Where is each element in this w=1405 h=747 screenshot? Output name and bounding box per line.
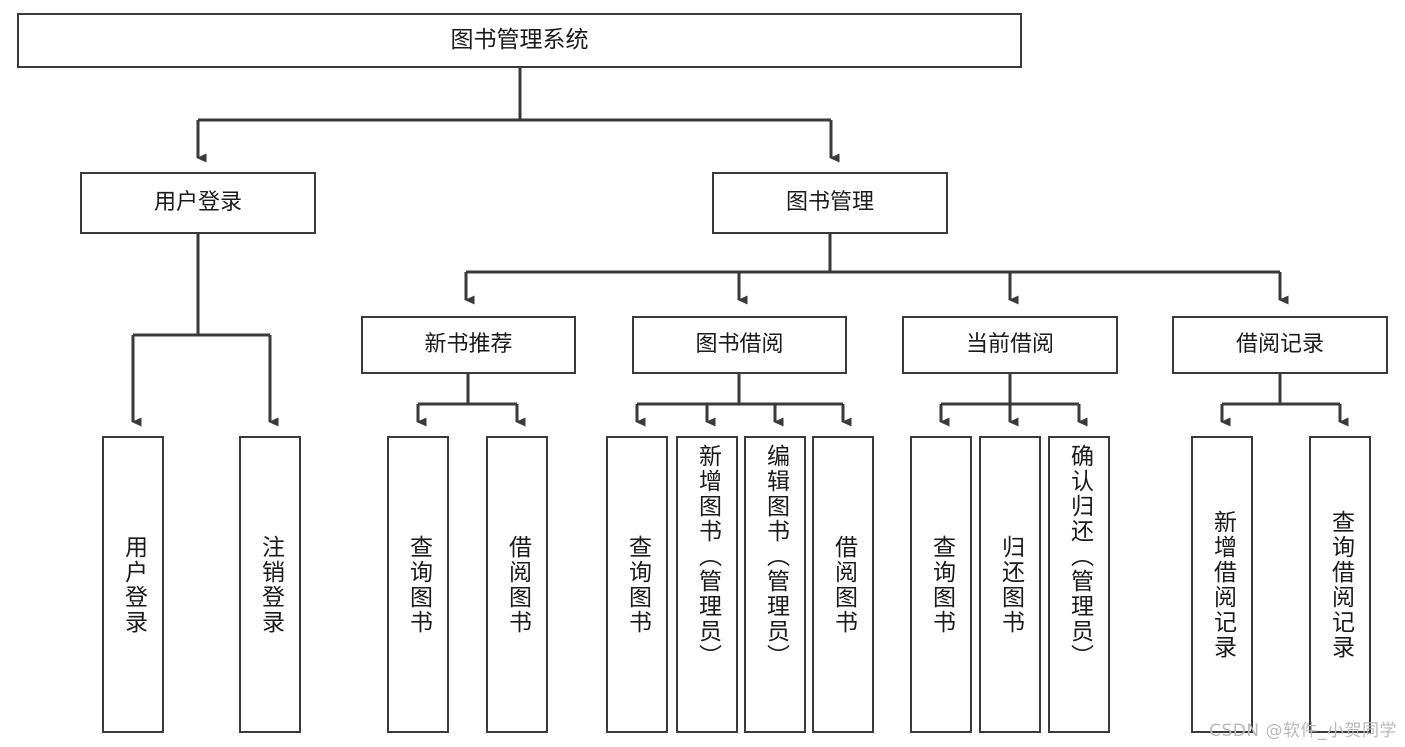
node-label: 新增图书（管理员） <box>694 444 721 669</box>
node-label: 查询图书 <box>405 534 432 635</box>
node-label: 用户登录 <box>120 534 147 635</box>
leaf-record-query-record[interactable]: 查询借阅记录 <box>1309 436 1371 733</box>
node-label: 用户登录 <box>153 189 242 215</box>
node-root-system[interactable]: 图书管理系统 <box>17 13 1022 68</box>
leaf-current-confirm-return-admin[interactable]: 确认归还（管理员） <box>1048 436 1110 733</box>
node-label: 注销登录 <box>257 534 284 635</box>
node-label: 图书管理 <box>785 189 874 215</box>
node-label: 图书管理系统 <box>450 27 589 54</box>
leaf-borrow-borrow-book[interactable]: 借阅图书 <box>812 436 874 733</box>
node-label: 借阅图书 <box>504 534 531 635</box>
leaf-user-login-logout[interactable]: 注销登录 <box>239 436 301 733</box>
node-user-login[interactable]: 用户登录 <box>80 172 316 234</box>
node-book-management[interactable]: 图书管理 <box>712 172 948 234</box>
node-label: 当前借阅 <box>965 331 1054 357</box>
node-current-borrow[interactable]: 当前借阅 <box>902 316 1118 374</box>
node-borrow-record[interactable]: 借阅记录 <box>1172 316 1388 374</box>
leaf-current-query-book[interactable]: 查询图书 <box>910 436 972 733</box>
node-label: 新书推荐 <box>424 331 513 357</box>
node-label: 归还图书 <box>997 534 1024 635</box>
node-label: 图书借阅 <box>695 331 784 357</box>
node-new-book-recommend[interactable]: 新书推荐 <box>361 316 576 374</box>
node-book-borrow[interactable]: 图书借阅 <box>632 316 847 374</box>
leaf-borrow-edit-book-admin[interactable]: 编辑图书（管理员） <box>744 436 806 733</box>
leaf-current-return-book[interactable]: 归还图书 <box>979 436 1041 733</box>
leaf-borrow-query-book[interactable]: 查询图书 <box>606 436 668 733</box>
leaf-user-login-login[interactable]: 用户登录 <box>102 436 164 733</box>
node-label: 借阅图书 <box>830 534 857 635</box>
node-label: 查询图书 <box>624 534 651 635</box>
leaf-recommend-query-book[interactable]: 查询图书 <box>387 436 449 733</box>
leaf-record-add-record[interactable]: 新增借阅记录 <box>1191 436 1253 733</box>
node-label: 编辑图书（管理员） <box>762 444 789 669</box>
node-label: 新增借阅记录 <box>1209 509 1236 660</box>
leaf-recommend-borrow-book[interactable]: 借阅图书 <box>486 436 548 733</box>
node-label: 查询图书 <box>928 534 955 635</box>
node-label: 查询借阅记录 <box>1327 509 1354 660</box>
node-label: 确认归还（管理员） <box>1066 444 1093 669</box>
node-label: 借阅记录 <box>1235 331 1324 357</box>
leaf-borrow-add-book-admin[interactable]: 新增图书（管理员） <box>676 436 738 733</box>
